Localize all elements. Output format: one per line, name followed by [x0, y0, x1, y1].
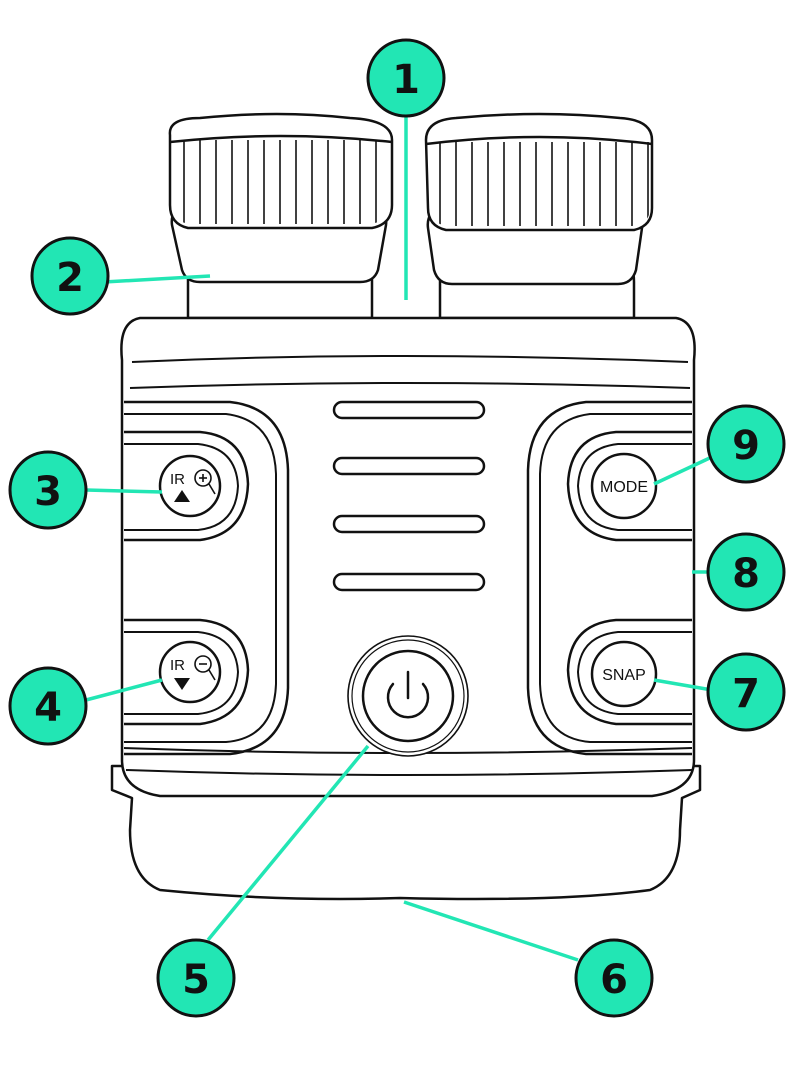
triangle-down-icon — [174, 678, 190, 690]
mode-label: MODE — [600, 479, 648, 496]
power-icon — [386, 670, 430, 719]
ir-down-label: IR — [170, 657, 185, 674]
zoom-out-icon — [194, 655, 216, 681]
callout-1: 1 — [366, 38, 446, 118]
ir-down-button[interactable]: IR — [158, 640, 222, 704]
left-grip-panel — [124, 400, 290, 756]
svg-text:8: 8 — [732, 551, 760, 597]
bottom-base — [110, 764, 702, 901]
callout-3: 3 — [8, 450, 88, 530]
left-eyepiece — [168, 112, 394, 320]
vent-slot — [332, 572, 486, 592]
main-housing — [120, 316, 696, 798]
svg-text:3: 3 — [34, 469, 62, 515]
svg-text:1: 1 — [392, 57, 420, 103]
vent-slot — [332, 456, 486, 476]
callout-lines — [85, 102, 715, 962]
callout-8: 8 — [706, 532, 786, 612]
callout-5: 5 — [156, 938, 236, 1018]
callout-2: 2 — [30, 236, 110, 316]
vent-slot — [332, 400, 486, 420]
snap-label: SNAP — [602, 667, 646, 684]
svg-text:5: 5 — [182, 957, 210, 1003]
ir-up-button[interactable]: IR — [158, 454, 222, 518]
callout-4: 4 — [8, 666, 88, 746]
callout-7: 7 — [706, 652, 786, 732]
callout-6: 6 — [574, 938, 654, 1018]
power-button[interactable] — [347, 635, 469, 757]
vent-slot — [332, 514, 486, 534]
ir-up-label: IR — [170, 471, 185, 488]
svg-text:4: 4 — [34, 685, 62, 731]
device-body — [110, 316, 702, 901]
callout-9: 9 — [706, 404, 786, 484]
right-eyepiece — [424, 112, 654, 320]
svg-text:7: 7 — [732, 671, 760, 717]
mode-button[interactable]: MODE — [590, 452, 658, 520]
svg-text:6: 6 — [600, 957, 628, 1003]
right-grip-panel — [526, 400, 692, 756]
zoom-in-icon — [194, 469, 216, 495]
svg-text:2: 2 — [56, 255, 84, 301]
svg-text:9: 9 — [732, 423, 760, 469]
triangle-up-icon — [174, 490, 190, 502]
snap-button[interactable]: SNAP — [590, 640, 658, 708]
